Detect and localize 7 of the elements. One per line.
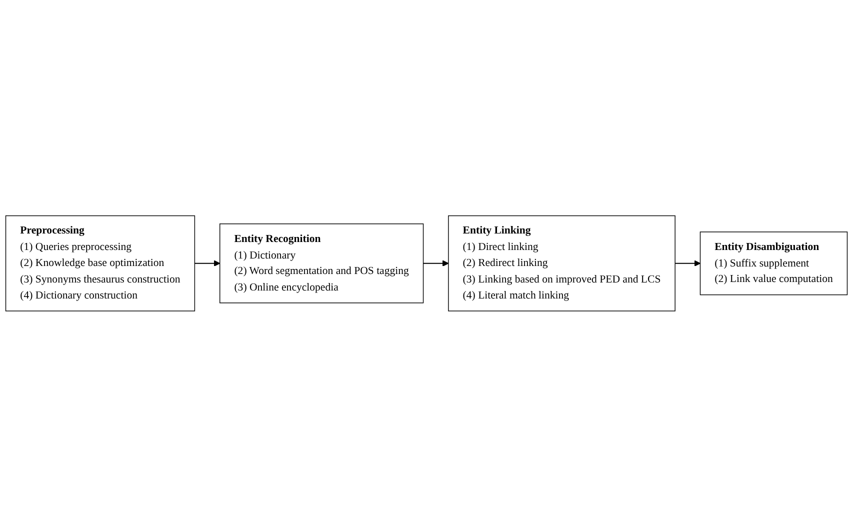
- node-box: [700, 231, 848, 295]
- arrow: [423, 260, 449, 266]
- node-box: [219, 223, 424, 303]
- arrow: [675, 260, 701, 266]
- node-box: [448, 215, 676, 311]
- node-box: [5, 215, 196, 311]
- arrow: [194, 260, 220, 266]
